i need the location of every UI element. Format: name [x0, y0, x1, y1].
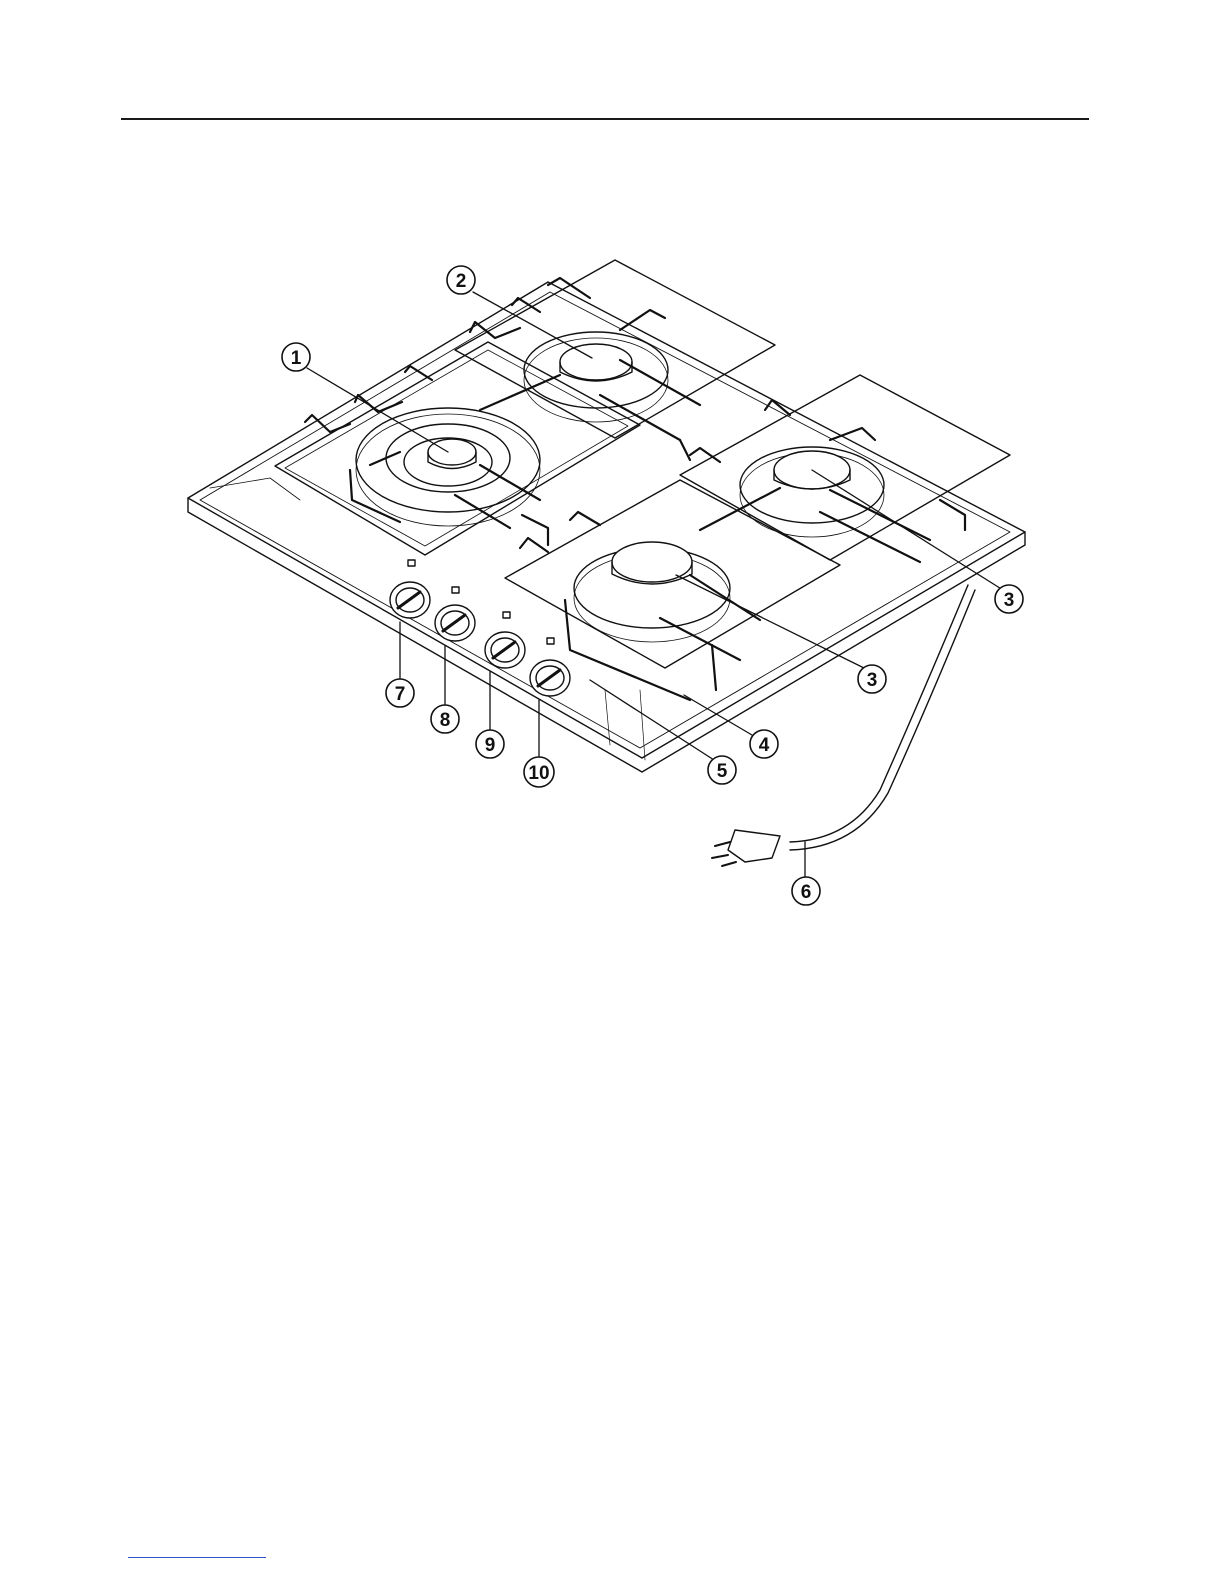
callout-10: 10	[524, 757, 554, 787]
svg-text:8: 8	[440, 710, 451, 731]
callout-5: 5	[708, 756, 736, 784]
callout-9: 9	[476, 730, 504, 758]
callout-7: 7	[386, 679, 414, 707]
svg-text:9: 9	[485, 735, 496, 756]
svg-text:4: 4	[759, 735, 770, 756]
svg-text:3: 3	[867, 670, 878, 691]
svg-text:1: 1	[291, 348, 302, 369]
svg-text:10: 10	[528, 763, 549, 784]
callout-6: 6	[792, 877, 820, 905]
footer-link-rule	[128, 1557, 266, 1558]
callout-4: 4	[750, 730, 778, 758]
svg-text:6: 6	[801, 882, 812, 903]
svg-text:2: 2	[456, 271, 467, 292]
callout-3-a: 3	[995, 585, 1023, 613]
callout-3-b: 3	[858, 665, 886, 693]
svg-text:7: 7	[395, 684, 406, 705]
callout-8: 8	[431, 705, 459, 733]
callout-2: 2	[447, 266, 475, 294]
svg-text:3: 3	[1004, 590, 1015, 611]
callout-1: 1	[282, 343, 310, 371]
plug-icon	[712, 830, 780, 866]
svg-text:5: 5	[717, 761, 728, 782]
